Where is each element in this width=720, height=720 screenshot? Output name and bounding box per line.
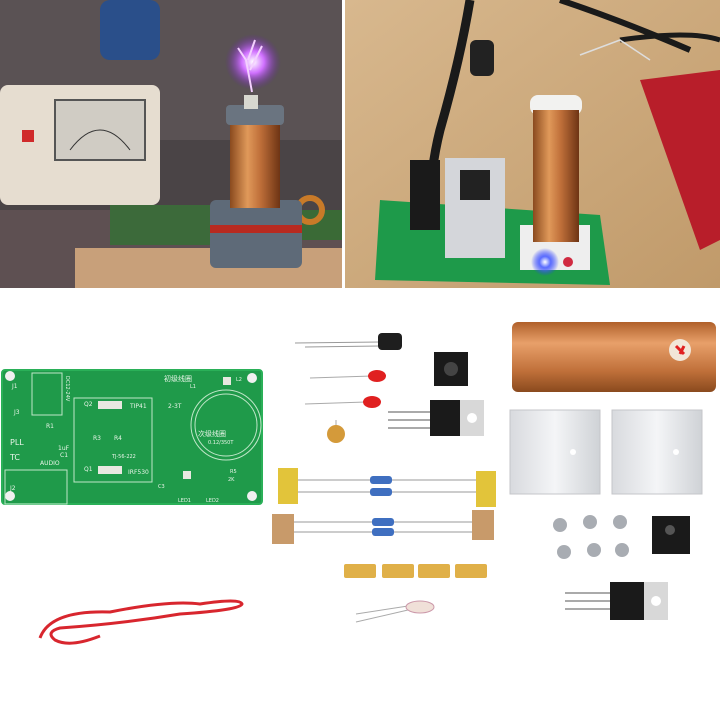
- dc-power-jack: [652, 516, 690, 554]
- red-led-1: [309, 370, 386, 382]
- pcb-label: R5: [230, 469, 237, 475]
- transistor-tip41: [388, 400, 484, 436]
- pcb-label: PLL: [10, 438, 24, 447]
- neon-bulb: [355, 600, 435, 623]
- brass-standoffs: [344, 564, 487, 578]
- audio-jack: [434, 352, 468, 386]
- ceramic-capacitor: [327, 420, 345, 443]
- electrolytic-capacitor: [294, 333, 402, 350]
- resistor-strip-1: [278, 468, 496, 507]
- pcb-label: TIP41: [129, 403, 147, 410]
- pcb-label: Q2: [84, 401, 93, 408]
- pcb-label: R4: [114, 435, 122, 442]
- pcb-label: C3: [158, 484, 165, 490]
- resistor-strip-2: [272, 510, 494, 544]
- components: [272, 333, 496, 623]
- pcb-label: DC12-24V: [64, 376, 70, 402]
- red-wire: [38, 599, 244, 645]
- pcb-label: LED2: [206, 498, 219, 504]
- blue-led: [531, 248, 559, 276]
- secondary-coil: [230, 118, 280, 208]
- pcb-label: 1uF: [58, 445, 70, 452]
- pcb-label: 2-3T: [168, 403, 182, 410]
- pcb-label: C1: [60, 452, 68, 459]
- pcb-label: L2: [236, 377, 242, 383]
- heatsink-1: [509, 409, 601, 495]
- red-mat: [640, 70, 720, 250]
- coil-base: [210, 200, 302, 268]
- pcb-label: R1: [46, 423, 54, 430]
- pcb-label: L1: [190, 384, 196, 390]
- primary-coil-tube: [512, 322, 716, 392]
- pcb-label: 2K: [228, 477, 235, 483]
- pcb-label: R3: [93, 435, 101, 442]
- pcb-label: IRF530: [128, 469, 149, 476]
- pcb-label: TC: [9, 453, 20, 462]
- capacitor-background: [100, 0, 160, 60]
- pcb-bare: J1 J3 Q2 TIP41 初级线圈 L1 L2 2-3T 次级线圈 0.12…: [1, 369, 263, 505]
- pcb-label: 初级线圈: [164, 374, 192, 383]
- heatsink-2: [611, 409, 703, 495]
- pcb-label: J1: [11, 383, 18, 390]
- red-led-2: [304, 396, 381, 408]
- pcb-label: 0.12/350T: [208, 440, 234, 446]
- pcb-label: 次级线圈: [198, 429, 226, 438]
- pcb-label: J2: [9, 485, 16, 492]
- pcb-label: J3: [13, 409, 20, 416]
- secondary-coil-photo: [533, 110, 579, 242]
- pcb-label: TJ-56-222: [111, 454, 136, 460]
- pcb-label: AUDIO: [40, 460, 60, 467]
- photo-tesla-coil-spark: [0, 0, 342, 288]
- pcb-label: LED1: [178, 498, 191, 504]
- photo-tesla-coil-assembled: [345, 0, 720, 288]
- transistor-irf530: [565, 582, 668, 620]
- pcb-label: Q1: [84, 466, 93, 473]
- screws: [553, 515, 629, 559]
